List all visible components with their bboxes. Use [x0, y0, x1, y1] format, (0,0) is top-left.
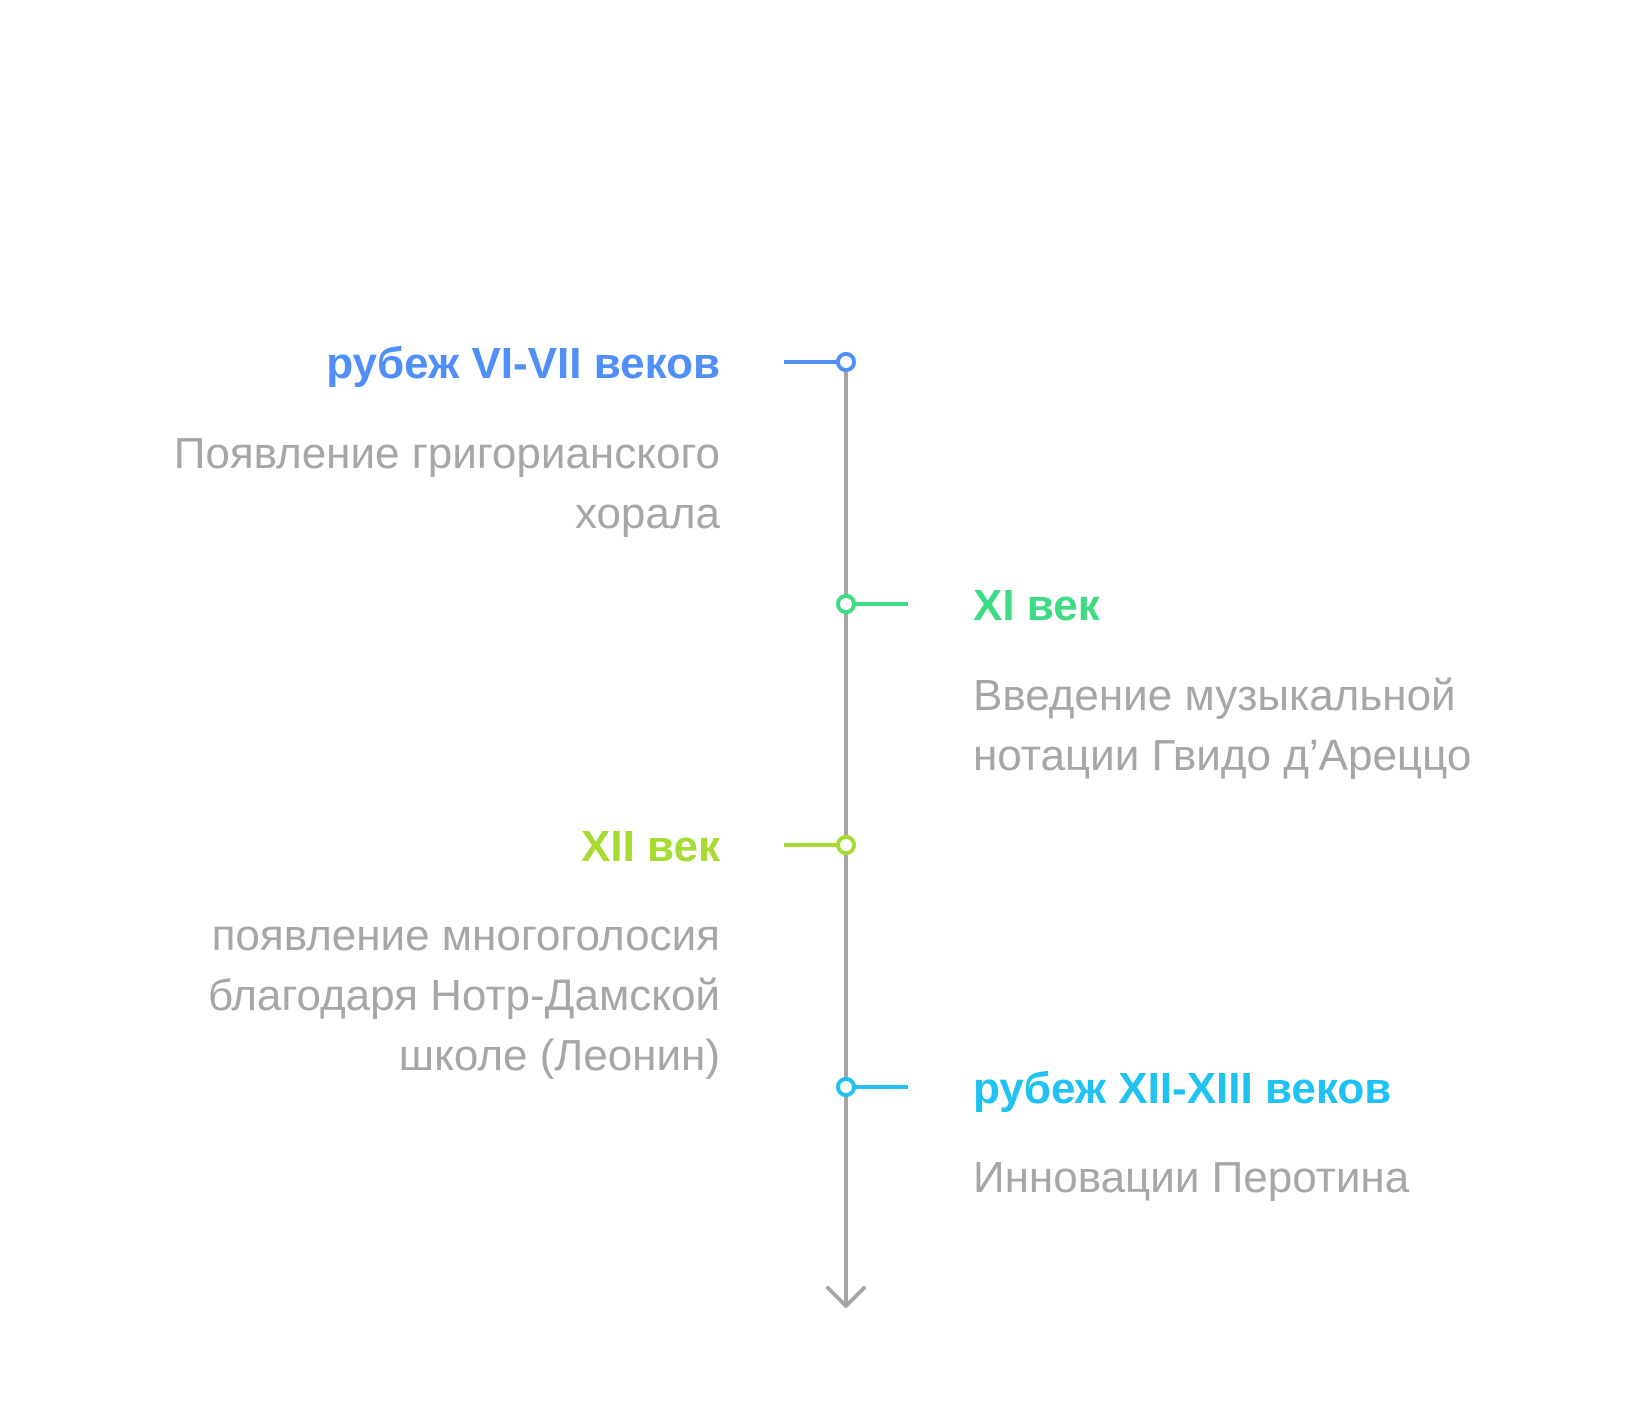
event-node-2 [836, 594, 856, 614]
event-node-3 [836, 835, 856, 855]
event-node-1 [836, 352, 856, 372]
event-description-1: Появление григорианского хорала [173, 429, 720, 538]
event-title-4: рубеж XII-XIII веков [973, 1064, 1392, 1113]
event-description-4: Инновации Перотина [973, 1153, 1410, 1202]
event-description-3: появление многоголосия благодаря Нотр-Да… [208, 911, 720, 1080]
event-title-2: XI век [973, 581, 1100, 630]
timeline-arrowhead [826, 1286, 866, 1308]
event-title-3: XII век [581, 822, 720, 871]
event-node-4 [836, 1077, 856, 1097]
event-description-2: Введение музыкальной нотации Гвидо д’Аре… [973, 671, 1472, 780]
event-title-1: рубеж VI-VII веков [326, 339, 720, 388]
